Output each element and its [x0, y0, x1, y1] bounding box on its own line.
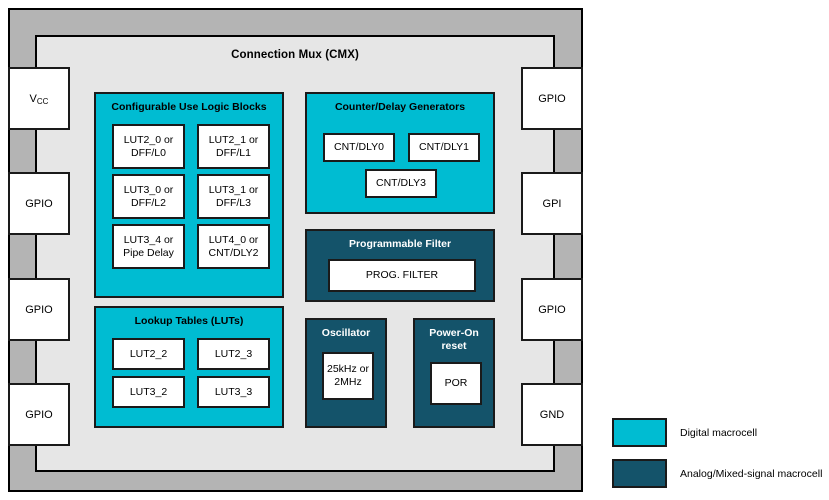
cell-prog-filter[interactable]: PROG. FILTER: [328, 259, 476, 292]
pin-left-gpio-1-label: GPIO: [25, 197, 53, 210]
legend-swatch-analog: [612, 459, 667, 488]
cell-lut3-2[interactable]: LUT3_2: [112, 376, 185, 408]
pin-right-gpi[interactable]: GPI: [521, 172, 583, 235]
cell-cnt-dly1[interactable]: CNT/DLY1: [408, 133, 480, 162]
pin-right-gpio-2-label: GPIO: [538, 303, 566, 316]
cell-lut2-0[interactable]: LUT2_0 or DFF/L0: [112, 124, 185, 169]
legend-label-digital: Digital macrocell: [680, 426, 758, 439]
block-programmable-filter[interactable]: Programmable Filter PROG. FILTER: [305, 229, 495, 302]
legend-swatch-digital: [612, 418, 667, 447]
pin-right-gnd[interactable]: GND: [521, 383, 583, 446]
legend-row-digital: Digital macrocell: [612, 418, 822, 447]
pin-left-gpio-1[interactable]: GPIO: [8, 172, 70, 235]
block-luts-title: Lookup Tables (LUTs): [134, 315, 244, 327]
block-culb-title: Configurable Use Logic Blocks: [111, 101, 267, 113]
legend-row-analog: Analog/Mixed-signal macrocell: [612, 459, 822, 488]
block-oscillator[interactable]: Oscillator 25kHz or 2MHz: [305, 318, 387, 428]
cell-lut2-2[interactable]: LUT2_2: [112, 338, 185, 370]
pin-right-gnd-label: GND: [539, 408, 565, 421]
pin-right-gpi-label: GPI: [542, 197, 562, 210]
block-lookup-tables[interactable]: Lookup Tables (LUTs) LUT2_2 LUT2_3 LUT3_…: [94, 306, 284, 428]
cell-lut2-1[interactable]: LUT2_1 or DFF/L1: [197, 124, 270, 169]
cell-lut3-3[interactable]: LUT3_3: [197, 376, 270, 408]
block-counter-delay-generators[interactable]: Counter/Delay Generators CNT/DLY0 CNT/DL…: [305, 92, 495, 214]
pin-left-vcc[interactable]: VCC: [8, 67, 70, 130]
block-por-title: Power-On reset: [429, 327, 479, 352]
cell-lut3-1[interactable]: LUT3_1 or DFF/L3: [197, 174, 270, 219]
block-counters-title: Counter/Delay Generators: [334, 101, 466, 113]
pin-right-gpio-0-label: GPIO: [538, 92, 566, 105]
block-power-on-reset[interactable]: Power-On reset POR: [413, 318, 495, 428]
block-progfilter-title: Programmable Filter: [348, 238, 452, 250]
pin-left-gpio-3[interactable]: GPIO: [8, 383, 70, 446]
block-oscillator-title: Oscillator: [321, 327, 371, 339]
cell-lut3-0[interactable]: LUT3_0 or DFF/L2: [112, 174, 185, 219]
chip-package-frame: Connection Mux (CMX) VCC GPIO GPIO GPIO …: [8, 8, 583, 492]
connection-mux-title: Connection Mux (CMX): [231, 49, 359, 61]
pin-right-gpio-0[interactable]: GPIO: [521, 67, 583, 130]
pin-left-gpio-2[interactable]: GPIO: [8, 278, 70, 341]
cell-por[interactable]: POR: [430, 362, 482, 405]
legend-label-analog: Analog/Mixed-signal macrocell: [680, 467, 823, 480]
cell-lut3-4[interactable]: LUT3_4 or Pipe Delay: [112, 224, 185, 269]
cell-lut4-0[interactable]: LUT4_0 or CNT/DLY2: [197, 224, 270, 269]
pin-left-gpio-3-label: GPIO: [25, 408, 53, 421]
block-configurable-use-logic-blocks[interactable]: Configurable Use Logic Blocks LUT2_0 or …: [94, 92, 284, 298]
cell-lut2-3[interactable]: LUT2_3: [197, 338, 270, 370]
cell-cnt-dly0[interactable]: CNT/DLY0: [323, 133, 395, 162]
cell-oscillator-freq[interactable]: 25kHz or 2MHz: [322, 352, 374, 400]
legend: Digital macrocell Analog/Mixed-signal ma…: [612, 418, 822, 500]
pin-right-gpio-2[interactable]: GPIO: [521, 278, 583, 341]
cell-cnt-dly3[interactable]: CNT/DLY3: [365, 169, 437, 198]
pin-left-vcc-label: VCC: [29, 92, 49, 106]
pin-left-gpio-2-label: GPIO: [25, 303, 53, 316]
